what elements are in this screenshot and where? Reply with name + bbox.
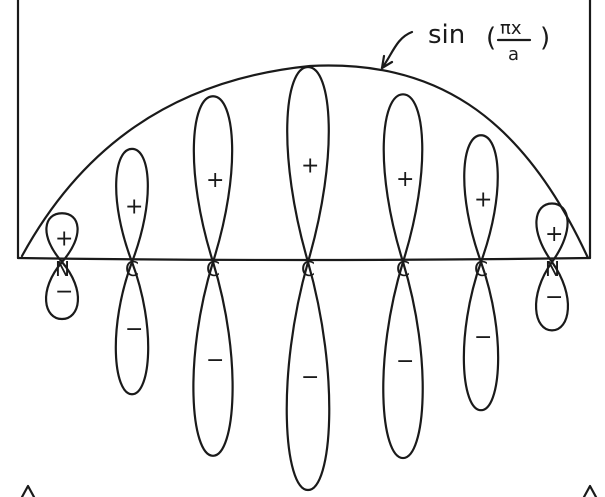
sine-envelope-curve	[20, 64, 590, 260]
upper-lobe	[192, 95, 234, 264]
atom-orbital: + − C	[285, 65, 331, 492]
atom-orbital: + −N	[45, 212, 79, 321]
positive-sign-label: +	[206, 168, 224, 193]
negative-sign-label: −	[301, 365, 319, 390]
atoms-layer: +−N+−C+−C+−C+−C+−C+−N	[45, 65, 569, 492]
lower-lobe	[45, 260, 79, 321]
atom-label: N	[545, 257, 560, 281]
atom-orbital: + − N	[535, 202, 569, 332]
upper-lobe	[535, 202, 569, 264]
lower-lobe	[285, 260, 331, 492]
negative-sign-label: −	[55, 280, 73, 305]
negative-sign-label: −	[545, 285, 563, 310]
negative-sign-label: −	[206, 348, 224, 373]
annotation-arrow	[380, 30, 414, 70]
upper-lobe	[45, 212, 79, 264]
negative-sign-label: −	[396, 349, 414, 374]
atom-label: C	[301, 257, 315, 281]
atom-orbital: + − C	[462, 134, 500, 412]
atom-orbital: + − C	[114, 147, 150, 396]
sin-text: sin	[428, 20, 465, 50]
positive-sign-label: +	[301, 154, 319, 179]
atom-orbital: + − C	[382, 93, 424, 460]
positive-sign-label: +	[396, 167, 414, 192]
atom-label: N	[55, 257, 70, 281]
upper-lobe	[463, 134, 499, 264]
chain-baseline	[16, 256, 592, 262]
upper-lobe	[286, 65, 330, 264]
positive-sign-label: +	[545, 222, 563, 247]
lower-lobe	[114, 260, 150, 396]
fraction-numerator: πx	[500, 18, 522, 39]
atom-label: C	[396, 257, 410, 281]
atom-label: C	[474, 257, 488, 281]
lower-lobe	[382, 260, 424, 460]
right-corner-mark	[582, 484, 598, 497]
envelope-formula: sin ( πx a )	[428, 18, 550, 65]
left-corner-mark	[20, 484, 36, 497]
negative-sign-label: −	[474, 325, 492, 350]
positive-sign-label: +	[55, 227, 73, 252]
atom-label: C	[206, 257, 220, 281]
upper-lobe	[382, 93, 424, 264]
positive-sign-label: +	[125, 194, 143, 219]
lower-lobe	[535, 260, 569, 332]
upper-lobe	[115, 147, 149, 264]
lower-lobe	[192, 260, 234, 457]
close-paren: )	[540, 23, 550, 53]
atom-label: C	[125, 257, 139, 281]
lower-lobe	[462, 260, 500, 412]
annotation-arrowhead	[380, 54, 394, 70]
positive-sign-label: +	[474, 188, 492, 213]
fraction-denominator: a	[508, 44, 519, 65]
negative-sign-label: −	[125, 317, 143, 342]
atom-orbital: + − C	[192, 95, 234, 457]
open-paren: (	[486, 23, 496, 53]
